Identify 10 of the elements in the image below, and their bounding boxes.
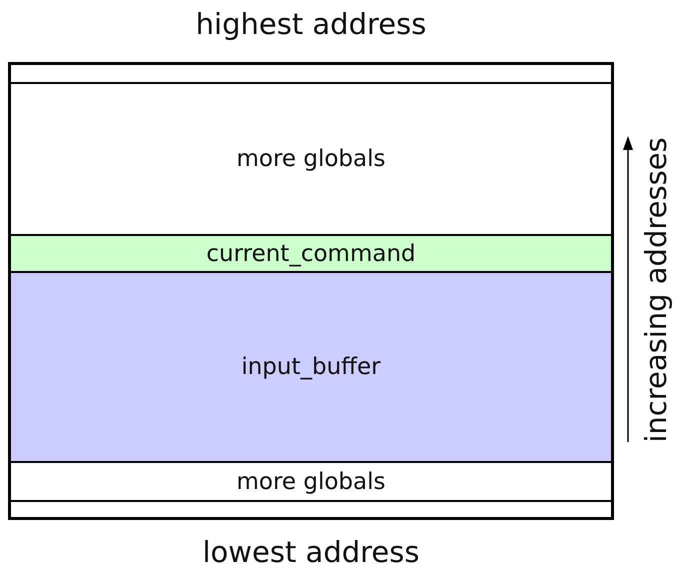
memory-segment bbox=[11, 273, 611, 463]
segment-label: more globals bbox=[236, 468, 386, 494]
segment-label: more globals bbox=[236, 146, 386, 172]
axis-label: increasing addresses bbox=[639, 137, 673, 443]
address-label: lowest address bbox=[202, 535, 420, 568]
memory-block bbox=[8, 62, 614, 520]
memory-segment bbox=[11, 236, 611, 273]
address-label: highest address bbox=[196, 7, 426, 41]
segment-label: current_command bbox=[206, 240, 416, 266]
segment-label: input_buffer bbox=[241, 354, 381, 380]
